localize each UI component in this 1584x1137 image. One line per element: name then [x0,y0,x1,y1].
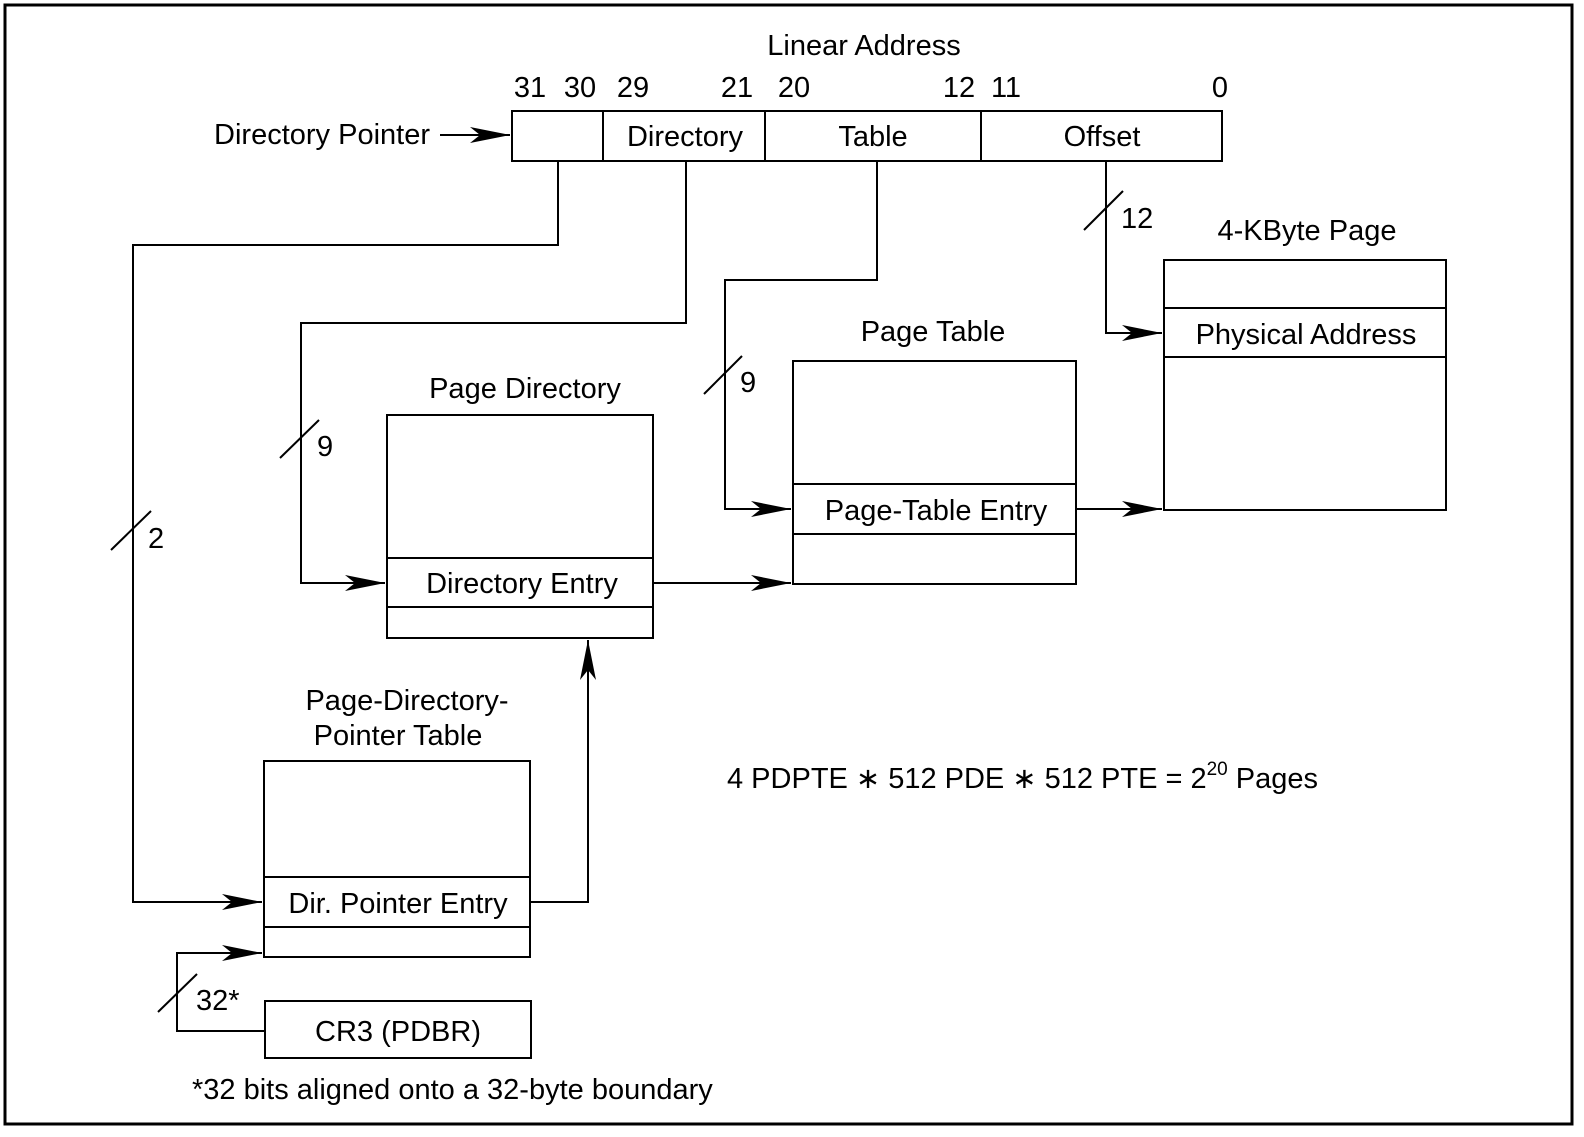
bit-12: 12 [943,72,975,104]
bit-20: 20 [778,72,810,104]
page-directory: Directory Entry [386,414,654,639]
slash-dir-pointer [110,510,152,551]
formula-op1: ∗ [856,763,880,795]
four-kbyte-page: Physical Address [1163,259,1447,511]
formula-op2: ∗ [1012,763,1036,795]
page-table-title: Page Table [861,316,1006,348]
page-directory-title: Page Directory [429,373,621,405]
field-table: Table [838,121,907,153]
directory-entry: Directory Entry [426,568,618,600]
bit-11: 11 [991,72,1021,104]
page-table: Page-Table Entry [792,360,1077,585]
diagram-frame [3,3,1574,1126]
offset-bits-path [1105,161,1162,341]
formula-pde: 512 PDE [888,763,1004,795]
cr3-to-pdpt [176,945,265,1032]
page-directory-pointer-table: Dir. Pointer Entry [263,760,531,958]
formula-suffix: Pages [1228,763,1318,795]
physical-address: Physical Address [1196,319,1417,351]
width-offset: 12 [1121,203,1153,235]
width-directory: 9 [317,431,333,463]
cr3-register: CR3 (PDBR) [264,1000,532,1059]
bit-numbers: 31 30 29 21 20 12 11 0 [514,72,1228,104]
cr3-label: CR3 (PDBR) [315,1016,481,1048]
formula-pdpte: 4 PDPTE [727,763,848,795]
slash-cr3 [157,973,198,1013]
directory-pointer-label: Directory Pointer [214,119,430,151]
table-bits-path [724,161,878,517]
field-offset: Offset [1064,121,1141,153]
linear-address-title: Linear Address [767,30,960,62]
pdpt-title-line2: Pointer Table [314,720,483,752]
page-title: 4-KByte Page [1218,215,1397,247]
dir-pointer-entry-to-page-directory [530,640,596,903]
slash-table [703,355,743,395]
width-cr3: 32* [196,985,240,1017]
width-table: 9 [740,367,756,399]
formula-pte: 512 PTE = 2 [1045,763,1207,795]
slash-offset [1083,190,1124,231]
pdpt-title-line1: Page-Directory- [305,685,508,717]
dir-pointer-bits-path [132,161,559,910]
page-count-formula: 4 PDPTE∗512 PDE∗512 PTE = 220 Pages [727,759,1318,795]
bit-29: 29 [617,72,649,104]
field-directory: Directory [627,121,744,153]
linear-address-register: Directory Table Offset [511,110,1223,162]
directory-bits-path [300,161,687,591]
bit-31: 31 [514,72,546,104]
bit-21: 21 [721,72,753,104]
dir-pointer-entry: Dir. Pointer Entry [288,888,508,920]
width-dir-pointer: 2 [148,523,164,555]
formula-exponent: 20 [1207,759,1228,780]
bit-30: 30 [564,72,596,104]
page-table-entry: Page-Table Entry [825,495,1048,527]
slash-directory [279,419,320,459]
footnote: *32 bits aligned onto a 32-byte boundary [192,1074,713,1106]
bit-0: 0 [1212,72,1228,104]
